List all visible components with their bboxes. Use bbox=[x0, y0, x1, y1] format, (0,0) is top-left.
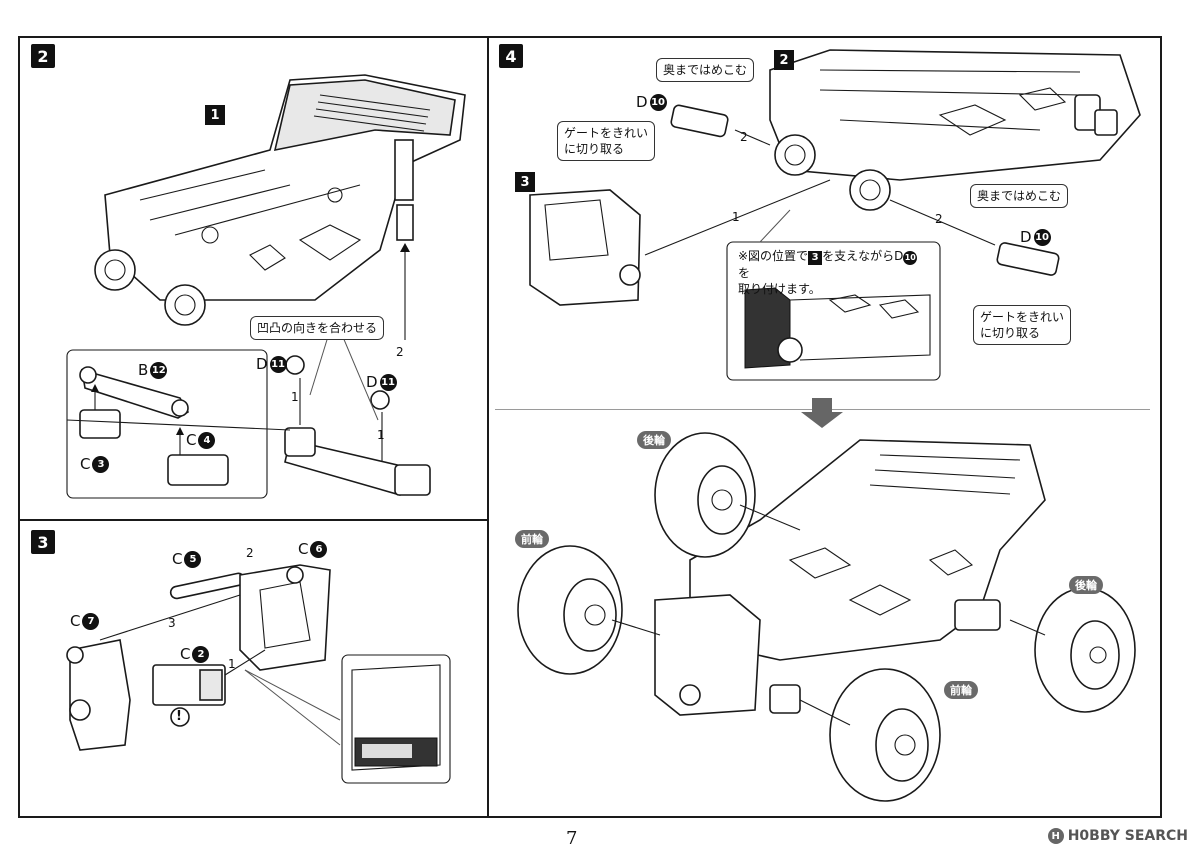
step2-chassis-illustration bbox=[94, 74, 466, 340]
front-wheel-label-right: 前輪 bbox=[944, 681, 978, 699]
step-number-2: 2 bbox=[31, 44, 55, 68]
sequence-1-step3: 1 bbox=[228, 657, 236, 671]
push-fully-callout-top: 奥まではめこむ bbox=[656, 58, 755, 82]
column-divider bbox=[487, 36, 489, 818]
step4-chassis-illustration bbox=[769, 49, 1141, 211]
step3-detail-illustration bbox=[244, 664, 441, 771]
step3-illustration bbox=[66, 564, 331, 751]
down-arrow-icon bbox=[801, 398, 843, 428]
step4-detail-box bbox=[726, 241, 941, 381]
step2-subparts bbox=[79, 366, 229, 486]
step-number-4: 4 bbox=[499, 44, 523, 68]
subassembly-ref-3: 3 bbox=[515, 172, 535, 192]
step4-parts bbox=[529, 104, 1060, 306]
step4-detail-illustration bbox=[744, 209, 931, 369]
step-divider bbox=[18, 519, 488, 521]
subassembly-ref-1: 1 bbox=[205, 105, 225, 125]
warning-icon: ! bbox=[176, 709, 182, 724]
page-number: 7 bbox=[566, 828, 578, 849]
subassembly-ref-2: 2 bbox=[774, 50, 794, 70]
sequence-3-step3: 3 bbox=[168, 616, 176, 630]
front-left-wheel bbox=[517, 545, 623, 675]
rear-left-wheel bbox=[654, 432, 756, 558]
final-assembly-illustration bbox=[517, 432, 1136, 802]
rear-wheel-label-left: 後輪 bbox=[637, 431, 671, 449]
sequence-2-step3: 2 bbox=[246, 546, 254, 560]
step2-subparts-box bbox=[66, 349, 268, 499]
step-number-3: 3 bbox=[31, 530, 55, 554]
step2-axle-illustration bbox=[66, 329, 431, 496]
sequence-1-b: 1 bbox=[377, 428, 385, 442]
watermark: H H0BBY SEARCH bbox=[1047, 828, 1188, 844]
cut-gate-callout-right: ゲートをきれいに切り取る bbox=[973, 305, 1072, 345]
sequence-2-step4-right: 2 bbox=[935, 212, 943, 226]
step3-detail-box bbox=[341, 654, 451, 784]
sequence-2: 2 bbox=[396, 345, 404, 359]
front-right-wheel bbox=[829, 668, 941, 802]
align-notch-callout: 凹凸の向きを合わせる bbox=[250, 316, 385, 340]
sequence-2-step4-top: 2 bbox=[740, 130, 748, 144]
rear-right-wheel bbox=[1034, 587, 1136, 713]
push-fully-callout-right: 奥まではめこむ bbox=[970, 184, 1069, 208]
sequence-1-step4-left: 1 bbox=[732, 210, 740, 224]
rear-wheel-label-right: 後輪 bbox=[1069, 576, 1103, 594]
cut-gate-callout-top: ゲートをきれいに切り取る bbox=[557, 121, 656, 161]
sequence-1-a: 1 bbox=[291, 390, 299, 404]
front-wheel-label-left: 前輪 bbox=[515, 530, 549, 548]
hobby-search-logo-icon: H bbox=[1047, 828, 1064, 844]
instruction-sheet-frame bbox=[18, 36, 1162, 818]
